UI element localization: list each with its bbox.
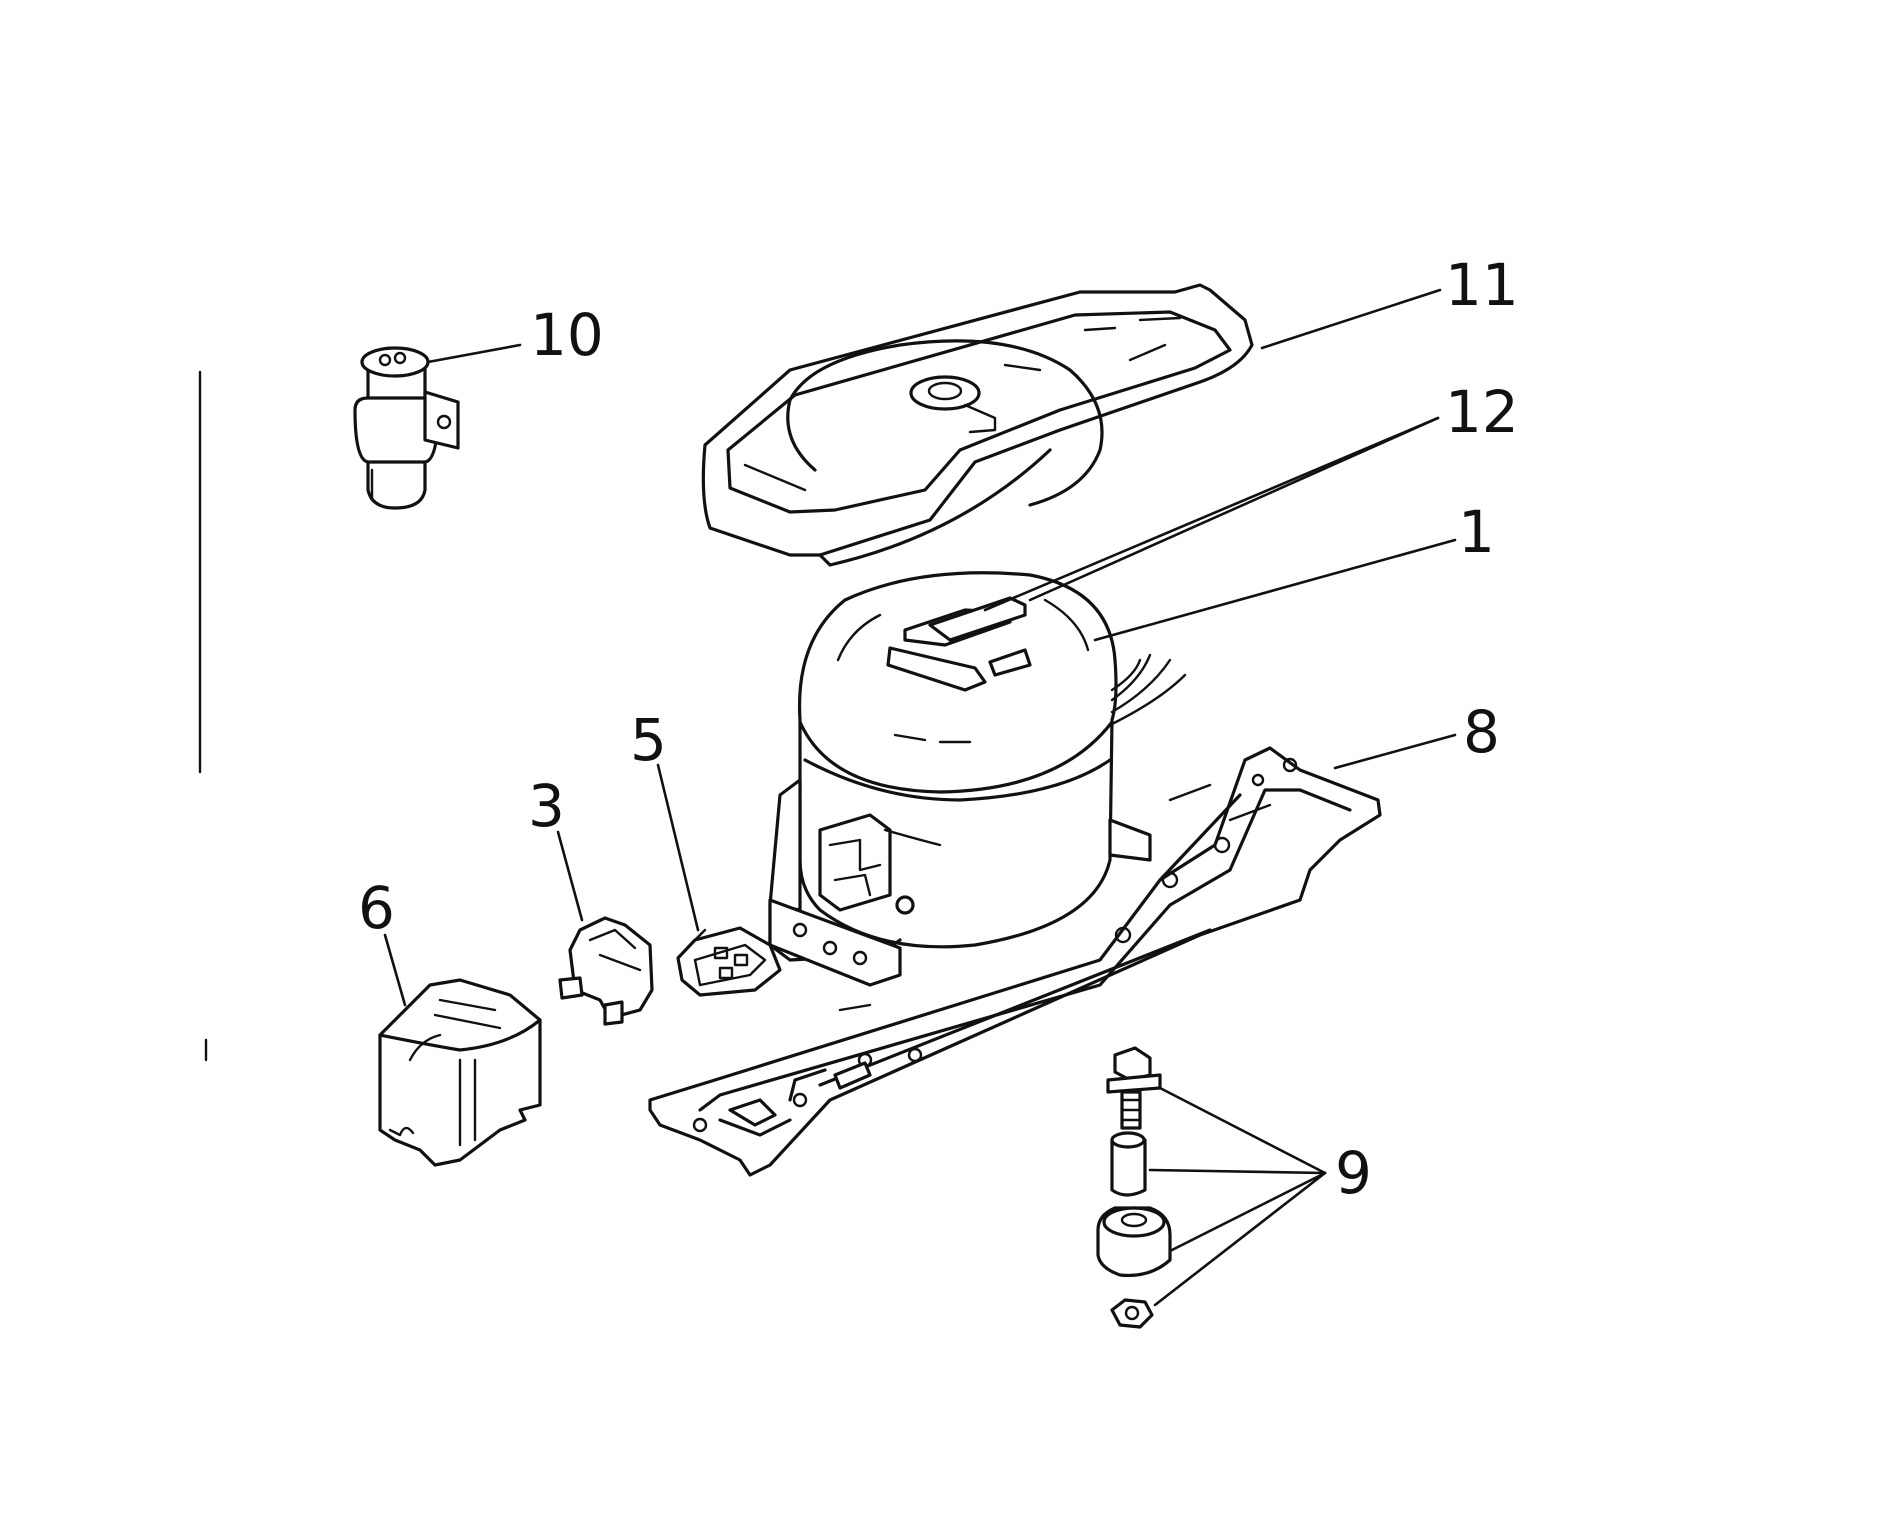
callout-3: 3 [528, 772, 565, 840]
callout-5: 5 [630, 706, 667, 774]
part-9-mounting-hardware [1096, 1046, 1172, 1329]
part-6-terminal-cover [378, 978, 542, 1167]
leader-lines [383, 288, 1457, 1307]
callout-9: 9 [1335, 1139, 1372, 1207]
callout-8: 8 [1463, 698, 1500, 766]
part-11-drip-tray [701, 283, 1254, 567]
callout-10: 10 [530, 301, 604, 369]
callout-11: 11 [1445, 251, 1519, 319]
callout-labels: 10 11 12 1 8 9 5 3 6 [358, 251, 1519, 1207]
callout-1: 1 [1458, 498, 1495, 566]
part-5-relay [676, 926, 782, 997]
part-8-base-rail [648, 746, 1382, 1177]
callout-6: 6 [358, 874, 395, 942]
part-10-capacitor [353, 346, 460, 510]
part-3-overload-protector [558, 916, 654, 1026]
callout-12: 12 [1445, 378, 1519, 446]
part-1-compressor [768, 571, 1187, 987]
